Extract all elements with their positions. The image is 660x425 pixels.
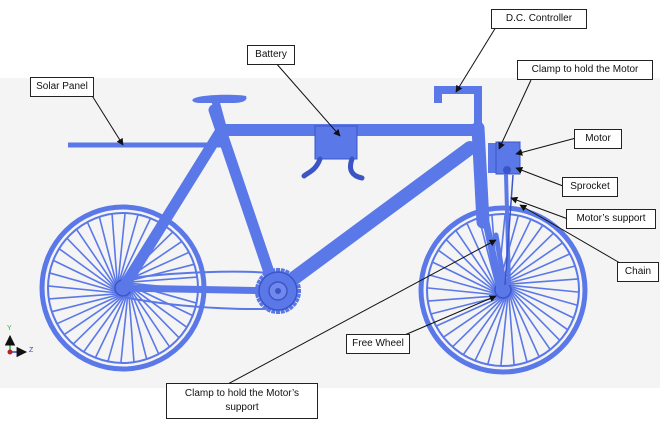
wheel-spoke xyxy=(502,283,575,319)
axis-triad xyxy=(4,334,28,358)
wheel-spoke xyxy=(48,292,127,300)
wheel-spoke xyxy=(116,217,152,289)
wheel-spoke xyxy=(66,237,122,295)
wheel-spoke xyxy=(437,249,503,297)
wheel-spoke xyxy=(116,212,126,291)
label-battery: Battery xyxy=(247,45,295,65)
wheel-spoke xyxy=(63,290,129,336)
handlebar xyxy=(434,86,482,130)
wheel-spoke xyxy=(474,289,510,362)
wheel-spoke xyxy=(499,278,579,286)
wheel-spoke xyxy=(500,283,580,293)
motor-support-bar xyxy=(504,173,511,286)
wheel-spoke xyxy=(466,222,500,295)
wheel-spoke xyxy=(426,287,506,297)
wheel-spoke xyxy=(116,214,139,290)
label-solar-panel: Solar Panel xyxy=(30,77,94,97)
motor-clamp xyxy=(488,143,498,173)
wheel-spoke xyxy=(451,291,510,348)
wheel-spoke xyxy=(83,288,130,353)
wheel-spoke xyxy=(442,292,509,338)
gear-tooth xyxy=(276,308,280,314)
wheel-spoke xyxy=(125,282,171,348)
wheel-spoke xyxy=(498,265,576,287)
wheel-spoke xyxy=(107,286,130,362)
wheel-spoke xyxy=(503,283,569,331)
label-clamp-motor: Clamp to hold the Motor xyxy=(517,60,653,80)
wheel-spoke xyxy=(445,238,502,297)
wheel-spoke xyxy=(56,291,128,325)
wheel-spoke xyxy=(506,285,528,363)
axis-z-label: Z xyxy=(29,347,34,354)
label-motor-support: Motor’s support xyxy=(566,209,656,229)
wheel-spoke xyxy=(504,283,561,342)
wheel-spoke xyxy=(126,283,148,360)
front-wheel xyxy=(418,205,588,375)
wheel-spoke xyxy=(51,291,128,313)
wheel-spoke xyxy=(58,248,123,295)
wheel-spoke xyxy=(506,285,540,358)
label-clamp-motor-support: Clamp to hold the Motor’s support xyxy=(166,383,318,419)
motor-chain xyxy=(504,174,514,286)
wheel-spoke xyxy=(72,289,130,345)
gear-tooth xyxy=(276,268,280,274)
wheel-spoke xyxy=(507,286,515,366)
wheel-spoke xyxy=(49,272,125,295)
wheel-spoke xyxy=(98,216,120,293)
label-chain: Chain xyxy=(617,262,659,282)
wheel-spoke xyxy=(428,273,505,297)
saddle xyxy=(192,94,247,103)
wheel-spoke xyxy=(500,287,510,367)
wheel-spoke xyxy=(462,290,510,356)
label-free-wheel: Free Wheel xyxy=(346,334,410,354)
wheel-spoke xyxy=(126,283,160,355)
axis-y-label: Y xyxy=(7,325,12,332)
label-sprocket: Sprocket xyxy=(562,177,618,197)
chainring xyxy=(255,268,301,314)
label-dc-controller: D.C. Controller xyxy=(491,9,587,29)
wheel-spoke xyxy=(86,221,120,293)
wheel-spoke xyxy=(52,259,124,295)
wheel-spoke xyxy=(111,213,119,292)
wheel-spoke xyxy=(455,229,501,296)
wheel-spoke xyxy=(486,288,510,365)
wheel-spoke xyxy=(505,284,551,351)
wheel-spoke xyxy=(94,287,130,359)
battery-hook xyxy=(301,156,365,181)
wheel-spoke xyxy=(496,232,555,289)
wheel-spoke xyxy=(75,228,121,294)
bicycle-frame xyxy=(117,99,508,297)
wheel-spoke xyxy=(47,285,126,295)
motor-sprocket xyxy=(503,166,511,174)
leader-lines xyxy=(85,26,621,386)
label-motor: Motor xyxy=(574,129,622,149)
wheel-spoke xyxy=(501,283,578,307)
